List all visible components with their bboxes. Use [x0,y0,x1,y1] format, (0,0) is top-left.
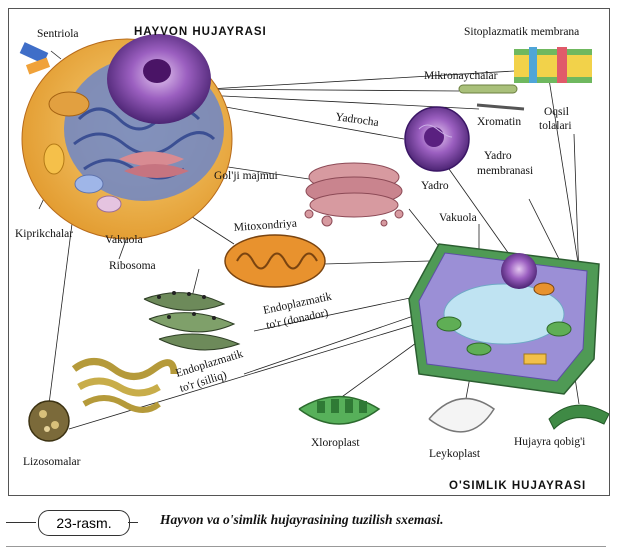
label-mikronaychalar: Mikronaychalar [424,70,498,82]
cell-diagram: HAYVON HUJAYRASI O'SIMLIK HUJAYRASI Sent… [15,26,609,492]
bottom-rule [6,546,606,547]
label-leykoplast: Leykoplast [429,448,481,460]
plant-cell [408,243,600,395]
protein-fibers-shape [476,103,525,111]
label-tolalari: tolalari [539,120,572,132]
caption-rule-left [6,522,36,523]
label-xloroplast: Xloroplast [311,437,360,449]
chloroplast-shape [298,395,381,425]
plant-cell-title: O'SIMLIK HUJAYRASI [449,480,586,492]
label-lizosomalar: Lizosomalar [23,456,81,468]
label-mitoxondriya: Mitoxondriya [233,218,297,234]
diagram-frame: HAYVON HUJAYRASI O'SIMLIK HUJAYRASI Sent… [8,8,610,496]
label-sitoplazmatik: Sitoplazmatik membrana [464,26,579,38]
label-yadrocha: Yadrocha [335,111,380,129]
mitochondrion-shape [224,234,326,288]
label-oqsil: Oqsil [544,106,569,118]
label-yadro: Yadro [421,180,449,192]
figure-caption: Hayvon va o'simlik hujayrasining tuzilis… [160,512,444,527]
golgi-shape [304,162,404,227]
label-kiprikchalar: Kiprikchalar [15,228,73,240]
label-hujayra-qobigi: Hujayra qobig'i [514,436,585,448]
microtubules-shape [458,84,518,94]
label-vakuola-animal: Vakuola [105,234,143,246]
animal-cell [19,34,233,240]
label-vakuola-plant: Vakuola [439,212,477,224]
label-ribosoma: Ribosoma [109,260,156,272]
leucoplast-shape [428,397,496,433]
figure-number-badge: 23-rasm. [38,510,130,536]
animal-cell-title: HAYVON HUJAYRASI [134,26,267,38]
smooth-er-shape [71,358,178,413]
rough-er-shape [143,291,241,351]
label-yadro-m1: Yadro [484,150,512,162]
caption-rule-right [128,522,138,523]
label-yadro-m2: membranasi [477,165,533,177]
label-golji: Gol'ji majmui [214,170,278,182]
plasma-membrane-shape [514,47,592,83]
cell-wall-shape [548,404,609,430]
lysosome-shape [28,400,70,442]
label-xromatin: Xromatin [477,116,521,128]
nucleus-shape [404,106,470,172]
centriole-shape [19,42,51,75]
label-sentriola: Sentriola [37,28,79,40]
